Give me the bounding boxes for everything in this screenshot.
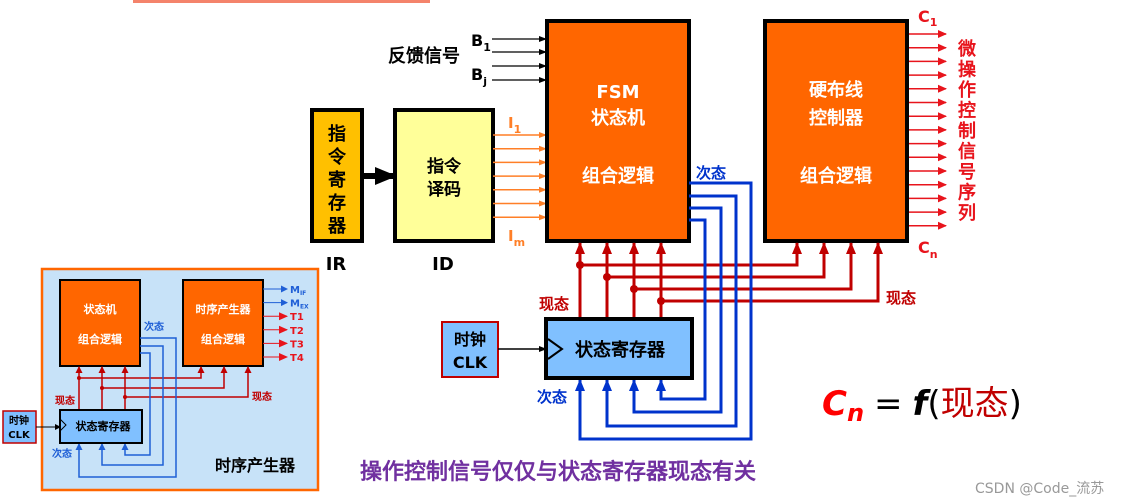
watermark: CSDN @Code_流苏 <box>975 481 1104 497</box>
hw-line2: 控制器 <box>809 107 864 129</box>
inset-clock-line1: 时钟 <box>9 414 29 427</box>
current-state-label-right: 现态 <box>886 289 916 307</box>
fsm-box: FSM 状态机 组合逻辑 <box>545 19 691 243</box>
inset-fsm-line2: 组合逻辑 <box>78 332 122 346</box>
current-state-label-left: 现态 <box>539 295 569 313</box>
junction-dots <box>576 261 665 305</box>
id-label: ID <box>432 254 454 275</box>
inset-timing-line2: 组合逻辑 <box>201 332 245 346</box>
inset-clock-edge-icon <box>59 418 67 432</box>
ir-label: IR <box>326 254 347 275</box>
hardwired-controller-box: 硬布线 控制器 组合逻辑 <box>763 19 909 243</box>
clock-edge-icon <box>547 338 564 360</box>
vertical-label-char: 列 <box>958 203 976 224</box>
inset-title: 时序产生器 <box>215 456 296 475</box>
inset-current-state-left: 现态 <box>55 394 75 407</box>
hw-line3: 组合逻辑 <box>800 165 872 187</box>
vertical-label-char: 信 <box>958 141 976 163</box>
clock-box: 时钟 CLK <box>441 321 499 378</box>
ir-char: 寄 <box>328 169 346 191</box>
top-accent-bar <box>133 0 430 3</box>
state-register: 状态寄存器 <box>544 317 694 380</box>
next-state-label-bottom: 次态 <box>537 388 567 406</box>
inset-output-label: T3 <box>290 339 304 350</box>
fsm-line2: 状态机 <box>591 107 645 129</box>
feedback-lines <box>492 36 547 83</box>
fsm-line1: FSM <box>596 82 639 103</box>
c1-label: C1 <box>918 7 937 29</box>
cn-label: Cn <box>918 238 938 261</box>
b1-label: B1 <box>471 31 491 54</box>
ir-char: 令 <box>327 146 347 168</box>
ir-char: 器 <box>327 216 347 237</box>
inset-output-label: T1 <box>290 312 304 323</box>
clock-line2: CLK <box>453 353 488 372</box>
vertical-label-char: 控 <box>958 100 976 122</box>
vertical-label-char: 操 <box>958 59 977 81</box>
feedback-label: 反馈信号 <box>388 45 460 67</box>
inset-next-state-bottom: 次态 <box>52 447 72 460</box>
inset-current-state-right: 现态 <box>252 390 272 403</box>
inset-current-state-lines <box>75 366 252 410</box>
vertical-label-char: 序 <box>958 182 976 204</box>
i1-label: I1 <box>508 114 521 136</box>
inset-output-label: T2 <box>290 326 304 337</box>
vertical-label-char: 制 <box>958 121 976 142</box>
inset-fsm-line1: 状态机 <box>84 302 117 316</box>
id-line1: 指令 <box>427 156 462 177</box>
micro-op-sequence-label: 微操作控制信号序列 <box>957 38 977 224</box>
next-state-lines <box>575 181 753 441</box>
ir-text: 指令寄存器 <box>327 123 347 237</box>
inset-clock-line2: CLK <box>8 430 31 441</box>
id-line2: 译码 <box>427 180 461 200</box>
inset-output-label: T4 <box>290 353 304 364</box>
inset-output-label: MIF <box>290 285 306 297</box>
instruction-lines <box>493 132 547 221</box>
vertical-label-char: 作 <box>958 79 976 101</box>
next-state-label: 次态 <box>696 164 726 182</box>
ir-char: 存 <box>328 192 346 214</box>
fsm-line3: 组合逻辑 <box>582 165 654 187</box>
instruction-register: 指令寄存器 IR <box>310 108 364 275</box>
state-register-label: 状态寄存器 <box>575 339 666 361</box>
inset-output-label: MEX <box>290 299 309 311</box>
vertical-label-char: 微 <box>957 38 976 60</box>
formula: Cn=f(现态) <box>822 384 1022 427</box>
inset-state-register: 状态寄存器 <box>76 419 132 433</box>
ir-char: 指 <box>328 123 346 145</box>
inset-timing-line1: 时序产生器 <box>196 302 252 316</box>
vertical-label-char: 号 <box>958 162 976 183</box>
clock-line1: 时钟 <box>454 330 486 349</box>
im-label: Im <box>508 227 525 249</box>
control-signal-lines <box>909 30 947 230</box>
inset-next-state-lines <box>75 337 177 478</box>
caption: 操作控制信号仅仅与状态寄存器现态有关 <box>360 459 756 485</box>
inset-next-state-top: 次态 <box>144 320 164 333</box>
instruction-decoder: 指令 译码 ID <box>393 108 495 275</box>
hw-line1: 硬布线 <box>809 79 863 101</box>
current-state-lines <box>575 242 883 319</box>
bj-label: Bj <box>471 65 487 88</box>
